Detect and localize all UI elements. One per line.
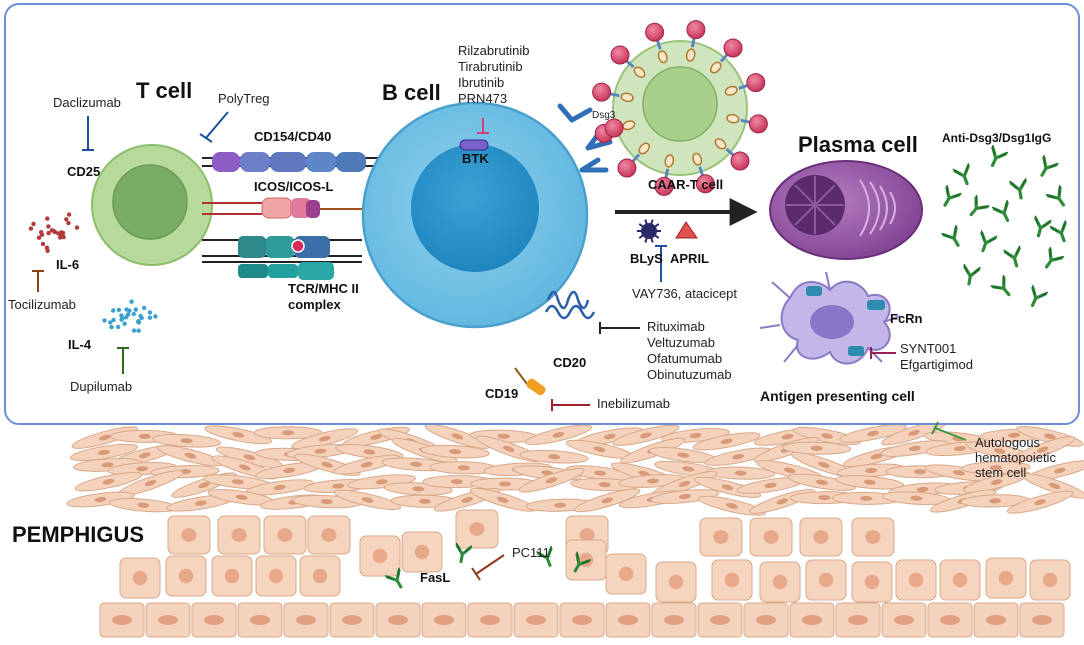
cd154-cd40-label: CD154/CD40 [254, 129, 332, 144]
btk-inhibitor-2: Tirabrutinib [458, 59, 523, 74]
cd20-receptor [544, 290, 596, 320]
caar-t-cell-graphic [592, 20, 768, 196]
dsg3-label: Dsg3 [592, 110, 616, 121]
inebilizumab-label: Inebilizumab [597, 396, 670, 411]
keratinocyte-layer [66, 420, 1084, 516]
cd20-label: CD20 [553, 355, 587, 370]
btk-inhibitor-4: PRN473 [458, 91, 508, 106]
inhibitor-btk [477, 118, 489, 134]
stem-cell-line-1: Autologous [975, 435, 1041, 450]
daclizumab-label: Daclizumab [53, 95, 121, 110]
fasl-label: FasL [420, 570, 451, 585]
blys-april-inhibitors-label: VAY736, atacicept [632, 286, 738, 301]
cd20-antibody-2: Veltuzumab [647, 335, 715, 350]
inhibitor-cd20 [599, 322, 640, 334]
il6-label: IL-6 [56, 257, 80, 272]
inhibitor-polytreg [199, 111, 229, 143]
antigen-presenting-cell-label: Antigen presenting cell [760, 388, 915, 404]
april-label: APRIL [670, 251, 709, 266]
polytreg-label: PolyTreg [218, 91, 270, 106]
b-cell-graphic [361, 101, 589, 329]
stem-cell-line-2: hematopoietic [975, 450, 1056, 465]
blys-april-molecules [637, 219, 698, 243]
cd20-antibody-3: Ofatumumab [647, 351, 723, 366]
cd25-label: CD25 [67, 164, 101, 179]
btk-inhibitor-1: Rilzabrutinib [458, 43, 530, 58]
caar-t-cell-label: CAAR-T cell [648, 177, 724, 192]
inhibitor-blys-april [655, 245, 667, 282]
tcr-mhc-receptor [202, 236, 362, 280]
btk-inhibitor-3: Ibrutinib [458, 75, 505, 90]
inhibitor-fcrn [870, 347, 896, 359]
inhibitor-daclizumab [82, 116, 94, 151]
il4-label: IL-4 [68, 337, 92, 352]
il6-cytokines [28, 212, 80, 253]
fcrn-inhibitor-2: Efgartigimod [900, 357, 973, 372]
t-cell-graphic [91, 144, 213, 266]
antigen-presenting-cell-graphic [759, 271, 901, 365]
stem-cell-line-3: stem cell [975, 465, 1027, 480]
pc111-label: PC111 [512, 545, 550, 560]
fcrn-inhibitor-1: SYNT001 [900, 341, 957, 356]
b-cell-label: B cell [382, 80, 441, 105]
dupilumab-label: Dupilumab [70, 379, 133, 394]
anti-dsg-antibodies [385, 144, 1067, 589]
t-cell-label: T cell [136, 78, 193, 103]
cd154-cd40-receptor [202, 152, 388, 172]
tcr-mhc-label-line1: TCR/MHC II [288, 281, 359, 296]
inhibitor-stem-cell [931, 421, 967, 441]
cd20-antibody-1: Rituximab [647, 319, 705, 334]
inhibitor-pc111 [471, 554, 505, 581]
inhibitor-cd19 [551, 399, 590, 411]
antibodies-label: Anti-Dsg3/Dsg1IgG [942, 131, 1052, 145]
il4-cytokines [102, 299, 158, 333]
fcrn-label: FcRn [890, 311, 923, 326]
disease-label: PEMPHIGUS [12, 522, 145, 547]
blys-label: BLyS [630, 251, 663, 266]
inhibitor-il4 [117, 347, 129, 374]
epidermis-tissue [66, 420, 1084, 638]
cd20-antibody-4: Obinutuzumab [647, 367, 732, 382]
icos-icosl-receptor [202, 197, 372, 219]
plasma-cell-label: Plasma cell [798, 132, 918, 157]
icos-icosl-label: ICOS/ICOS-L [254, 179, 334, 194]
plasma-cell-graphic [769, 160, 923, 260]
cd19-receptor [514, 367, 546, 396]
tcr-mhc-label-line2: complex [288, 297, 341, 312]
tocilizumab-label: Tocilizumab [8, 297, 76, 312]
basal-cell-layer [99, 509, 1071, 638]
btk-label: BTK [462, 151, 489, 166]
inhibitor-il6 [32, 270, 44, 292]
cd19-label: CD19 [485, 386, 519, 401]
